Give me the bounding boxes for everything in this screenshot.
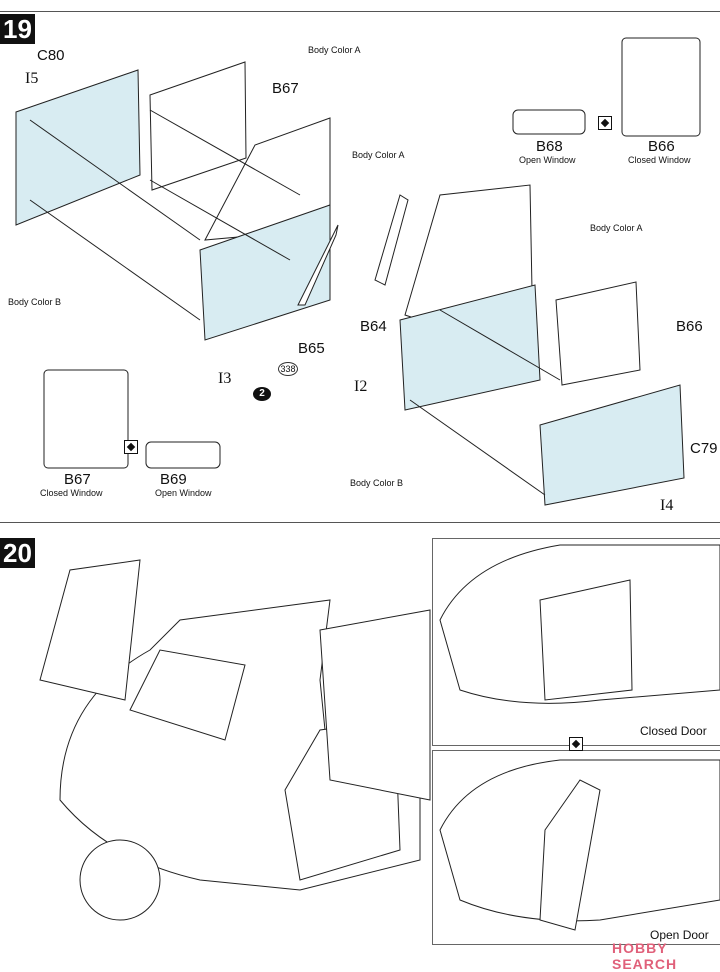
- label-b64: B64: [360, 318, 387, 335]
- paint-ref-2: 2: [253, 387, 271, 401]
- part-b66-closed: [621, 37, 701, 137]
- vehicle-door-open-left: [39, 559, 141, 701]
- vehicle-front-wheel: [79, 839, 161, 921]
- label-body-color-a: Body Color A: [590, 223, 643, 233]
- label-b66-side: B66: [676, 318, 703, 335]
- label-body-color-b: Body Color B: [8, 297, 62, 307]
- label-open-window: Open Window: [519, 155, 576, 165]
- label-closed-window: Closed Window: [628, 155, 691, 165]
- panel-b66: [555, 281, 641, 386]
- label-c79: C79: [690, 440, 718, 457]
- panel-i3: [199, 204, 331, 341]
- part-b67-closed: [43, 369, 129, 469]
- label-b68: B68: [536, 138, 563, 155]
- label-b67: B67: [272, 80, 299, 97]
- section-divider: [0, 522, 720, 523]
- watermark: HOBBY SEARCH: [612, 940, 678, 972]
- label-b65: B65: [298, 340, 325, 357]
- step-20-badge: 20: [0, 538, 35, 568]
- vehicle-windshield: [129, 649, 246, 741]
- top-rule: [0, 11, 720, 12]
- label-c80: C80: [37, 47, 65, 64]
- open-door: [539, 779, 601, 931]
- panel-i5: [15, 69, 141, 226]
- label-body-color-a: Body Color A: [308, 45, 361, 55]
- label-i4: I4: [660, 497, 674, 514]
- open-door-inset: [432, 750, 720, 945]
- label-closed-window: Closed Window: [40, 488, 103, 498]
- panel-i2: [399, 284, 541, 411]
- label-i2: I2: [354, 378, 368, 395]
- step-19-badge: 19: [0, 14, 35, 44]
- vehicle-bed: [319, 609, 431, 801]
- label-b67-alt: B67: [64, 471, 91, 488]
- part-b65: [297, 224, 339, 306]
- part-b69: [145, 441, 221, 469]
- alternative-icon: [569, 737, 583, 751]
- paint-ref-338: 338: [278, 362, 298, 376]
- closed-door: [539, 579, 633, 701]
- closed-door-inset: [432, 538, 720, 746]
- label-closed-door: Closed Door: [640, 724, 707, 738]
- label-b69: B69: [160, 471, 187, 488]
- panel-i4: [539, 384, 685, 506]
- part-b68: [512, 109, 586, 135]
- label-b66: B66: [648, 138, 675, 155]
- panel-b67: [149, 61, 247, 191]
- label-body-color-b: Body Color B: [350, 478, 404, 488]
- label-open-door: Open Door: [650, 928, 709, 942]
- label-i5: I5: [25, 70, 39, 87]
- label-open-window: Open Window: [155, 488, 212, 498]
- alternative-icon: [598, 116, 612, 130]
- label-body-color-a: Body Color A: [352, 150, 405, 160]
- part-b64: [374, 194, 409, 286]
- alternative-icon: [124, 440, 138, 454]
- label-i3: I3: [218, 370, 232, 387]
